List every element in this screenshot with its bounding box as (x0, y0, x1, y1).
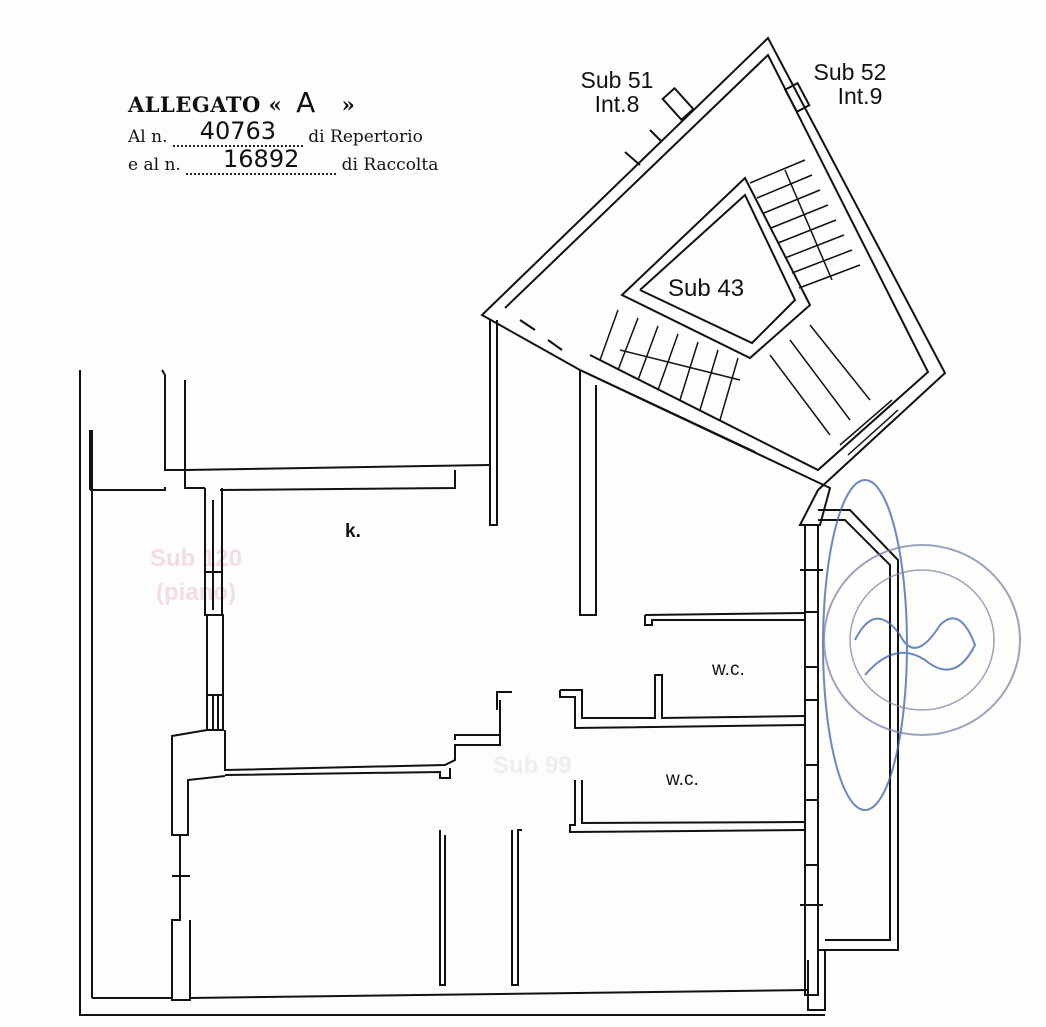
int9-text: Int.9 (837, 83, 883, 110)
raccolta-number: 16892 (223, 145, 300, 173)
allegato-header: ALLEGATO « A » Al n. 40763 di Repertorio… (128, 86, 438, 175)
line2-suffix: di Repertorio (308, 127, 423, 147)
middle-walls (439, 370, 597, 986)
repertorio-line: Al n. 40763 di Repertorio (128, 117, 438, 147)
label-sub52: Sub 52 Int.9 (795, 60, 905, 108)
label-kitchen: k. (345, 521, 361, 542)
left-partition (171, 488, 512, 836)
sub51-text: Sub 51 (580, 67, 654, 93)
title-letter-handwritten: A (296, 86, 316, 119)
stair-block (480, 36, 947, 526)
label-wc-1: w.c. (712, 659, 745, 680)
sub52-text: Sub 52 (813, 59, 887, 85)
int8-text: Int.8 (594, 91, 640, 118)
label-wc-2: w.c. (666, 769, 699, 790)
kitchen-top-wall (184, 320, 498, 526)
repertorio-number: 40763 (199, 117, 277, 145)
line2-prefix: Al n. (128, 127, 168, 147)
wc-walls (559, 612, 806, 834)
top-left-stubs (90, 369, 186, 491)
title-text: ALLEGATO « (128, 92, 283, 117)
label-sub51: Sub 51 Int.8 (562, 68, 672, 116)
line3-prefix: e al n. (128, 155, 181, 175)
outer-left-wall (79, 370, 825, 1016)
label-sub43: Sub 43 (668, 275, 745, 302)
notary-stamp (822, 479, 1021, 811)
raccolta-line: e al n. 16892 di Raccolta (128, 145, 439, 175)
allegato-title: ALLEGATO « A » (128, 86, 438, 119)
ghost-label-sub99: Sub 99 (493, 752, 572, 779)
right-wall (800, 509, 899, 1011)
title-close: » (341, 92, 356, 117)
ghost-sub120-text: Sub 120 (150, 545, 243, 572)
lower-left-partition (92, 835, 809, 1001)
line3-suffix: di Raccolta (341, 155, 439, 175)
